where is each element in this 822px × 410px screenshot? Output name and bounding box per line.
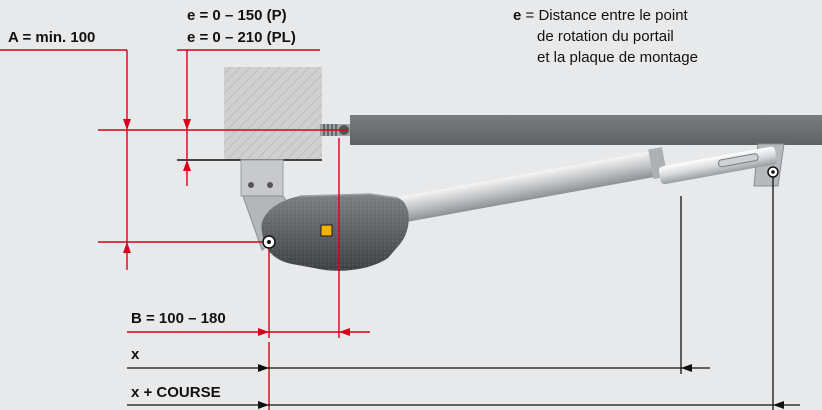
dimension-e-p-label: e = 0 – 150 (P) [187, 7, 287, 24]
legend-line-1: e = Distance entre le point [513, 7, 688, 24]
motor-housing [261, 193, 409, 271]
wall-pivot-point [262, 235, 276, 249]
actuator-rod [658, 146, 777, 185]
legend-text-1: Distance entre le point [538, 7, 688, 24]
actuator-tube [398, 147, 668, 223]
length-dimension-arrows [258, 364, 784, 409]
legend-equals: = [521, 7, 539, 24]
gate-pivot-point [767, 166, 779, 178]
gate-leaf [350, 115, 822, 145]
dimension-b-label: B = 100 – 180 [131, 310, 226, 327]
legend-line-2: de rotation du portail [537, 28, 674, 45]
wall-pillar [224, 67, 322, 160]
dimension-x-label: x [131, 346, 140, 363]
dimension-x-course-label: x + COURSE [131, 384, 221, 401]
dimension-lines [0, 49, 370, 410]
dimension-arrows [123, 119, 350, 336]
legend-symbol: e [513, 7, 522, 24]
dimension-a-label: A = min. 100 [8, 29, 96, 46]
dimension-e-pl-label: e = 0 – 210 (PL) [187, 29, 296, 46]
brand-logo-icon [320, 224, 333, 237]
legend-line-3: et la plaque de montage [537, 49, 698, 66]
length-dimension-lines [127, 172, 800, 410]
